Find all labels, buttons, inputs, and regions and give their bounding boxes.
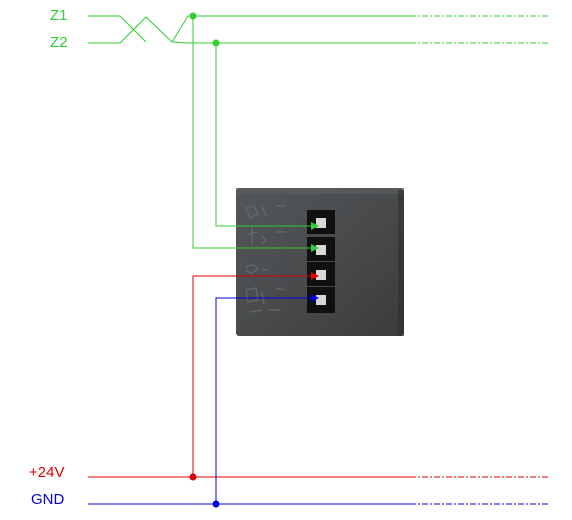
junction-dot-supply [189,473,197,481]
junction-dot-z1 [189,12,197,20]
terminal-socket [307,210,335,234]
wire-ground [88,294,548,505]
label-z1: Z1 [50,7,68,24]
terminal-socket [307,262,335,286]
terminal-socket [307,237,335,261]
wire-z2-drop [215,43,319,230]
wire-z1-drop [192,16,319,252]
wire-z1 [88,15,548,43]
wire-supply [88,272,548,478]
wire-z2 [88,16,548,44]
connector-module [236,188,404,336]
junction-dot-ground [212,500,220,508]
label-ground: GND [31,491,65,508]
label-z2: Z2 [50,34,68,51]
terminal-socket [307,287,335,313]
junction-dot-z2 [212,39,220,47]
label-supply: +24V [29,464,65,481]
